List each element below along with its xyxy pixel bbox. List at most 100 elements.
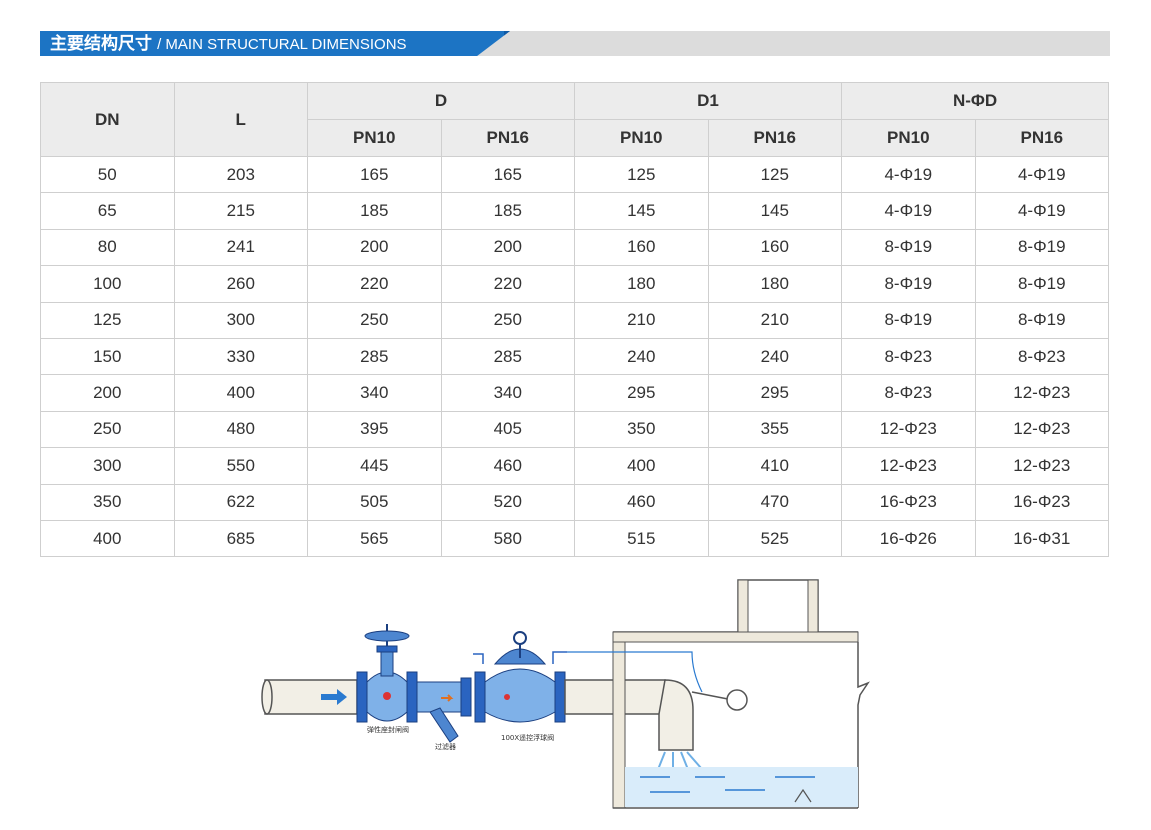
- table-cell: 210: [574, 301, 709, 339]
- table-cell: 400: [40, 519, 175, 558]
- table-cell: 470: [707, 483, 843, 521]
- table-cell: 395: [307, 410, 442, 449]
- table-cell: 8-Φ19: [974, 265, 1110, 303]
- section-title-cn: 主要结构尺寸: [50, 34, 152, 54]
- table-cell: 240: [707, 337, 843, 376]
- table-cell: 12-Φ23: [841, 447, 976, 485]
- table-cell: 350: [574, 410, 709, 449]
- col-header-nphid-pn16: PN16: [974, 119, 1110, 157]
- table-cell: 4-Φ19: [841, 155, 976, 194]
- col-header-n-phid: N-ΦD: [841, 82, 1110, 120]
- table-cell: 16-Φ26: [841, 519, 976, 558]
- table-cell: 8-Φ23: [841, 337, 976, 376]
- table-cell: 340: [440, 374, 575, 412]
- table-cell: 520: [440, 483, 575, 521]
- table-cell: 160: [574, 228, 709, 267]
- y-strainer-icon: [416, 677, 472, 743]
- table-cell: 100: [40, 265, 175, 303]
- table-cell: 8-Φ19: [841, 265, 976, 303]
- table-cell: 125: [40, 301, 175, 339]
- table-cell: 580: [440, 519, 575, 558]
- table-cell: 12-Φ23: [974, 374, 1110, 412]
- table-cell: 400: [574, 447, 709, 485]
- table-cell: 180: [707, 265, 843, 303]
- table-cell: 400: [173, 374, 308, 412]
- table-cell: 241: [173, 228, 308, 267]
- gate-valve-icon: [356, 624, 418, 723]
- col-header-l: L: [173, 82, 308, 157]
- table-cell: 622: [173, 483, 308, 521]
- table-cell: 515: [574, 519, 709, 558]
- table-cell: 525: [707, 519, 843, 558]
- table-cell: 4-Φ19: [974, 192, 1110, 230]
- table-cell: 185: [307, 192, 442, 230]
- table-cell: 250: [307, 301, 442, 339]
- table-cell: 12-Φ23: [974, 447, 1110, 485]
- label-gate-valve: 弹性座封闸阀: [367, 725, 409, 734]
- col-header-d1: D1: [573, 82, 843, 120]
- water-spray: [656, 751, 702, 774]
- table-cell: 65: [40, 192, 175, 230]
- table-cell: 160: [707, 228, 843, 267]
- section-header-banner: 主要结构尺寸 / MAIN STRUCTURAL DIMENSIONS: [40, 31, 1110, 56]
- table-cell: 410: [707, 447, 843, 485]
- table-cell: 460: [440, 447, 575, 485]
- table-cell: 505: [307, 483, 442, 521]
- table-cell: 250: [40, 410, 175, 449]
- table-cell: 220: [440, 265, 575, 303]
- table-cell: 565: [307, 519, 442, 558]
- table-cell: 145: [574, 192, 709, 230]
- table-cell: 8-Φ19: [841, 228, 976, 267]
- table-header-row-2: PN10 PN16 PN10 PN16 PN10 PN16: [41, 119, 1110, 157]
- table-cell: 260: [173, 265, 308, 303]
- table-cell: 550: [173, 447, 308, 485]
- table-cell: 200: [307, 228, 442, 267]
- col-header-nphid-pn10: PN10: [841, 119, 976, 157]
- table-cell: 300: [173, 301, 308, 339]
- table-header-row-1: DN L D D1 N-ΦD: [40, 82, 1110, 157]
- label-filter: 过滤器: [435, 742, 456, 751]
- col-header-d-pn16: PN16: [440, 119, 575, 157]
- table-cell: 685: [173, 519, 308, 558]
- table-cell: 405: [440, 410, 575, 449]
- flow-arrow-icon: [321, 689, 347, 705]
- table-cell: 165: [307, 155, 442, 194]
- col-header-d: D: [307, 82, 575, 120]
- table-cell: 125: [574, 155, 709, 194]
- table-cell: 150: [40, 337, 175, 376]
- table-cell: 285: [307, 337, 442, 376]
- table-cell: 80: [40, 228, 175, 267]
- table-cell: 340: [307, 374, 442, 412]
- col-header-d-pn10: PN10: [307, 119, 442, 157]
- table-cell: 8-Φ23: [841, 374, 976, 412]
- col-header-d1-pn16: PN16: [707, 119, 843, 157]
- table-cell: 185: [440, 192, 575, 230]
- table-cell: 220: [307, 265, 442, 303]
- table-cell: 445: [307, 447, 442, 485]
- table-cell: 295: [707, 374, 843, 412]
- water-tank: [567, 579, 870, 809]
- table-cell: 203: [173, 155, 308, 194]
- table-cell: 4-Φ19: [974, 155, 1110, 194]
- section-title-en: / MAIN STRUCTURAL DIMENSIONS: [157, 36, 407, 53]
- outlet-pipe: [564, 679, 694, 751]
- table-cell: 295: [574, 374, 709, 412]
- table-cell: 125: [707, 155, 843, 194]
- table-cell: 330: [173, 337, 308, 376]
- table-cell: 480: [173, 410, 308, 449]
- table-cell: 165: [440, 155, 575, 194]
- table-cell: 50: [40, 155, 175, 194]
- table-cell: 8-Φ19: [841, 301, 976, 339]
- table-cell: 210: [707, 301, 843, 339]
